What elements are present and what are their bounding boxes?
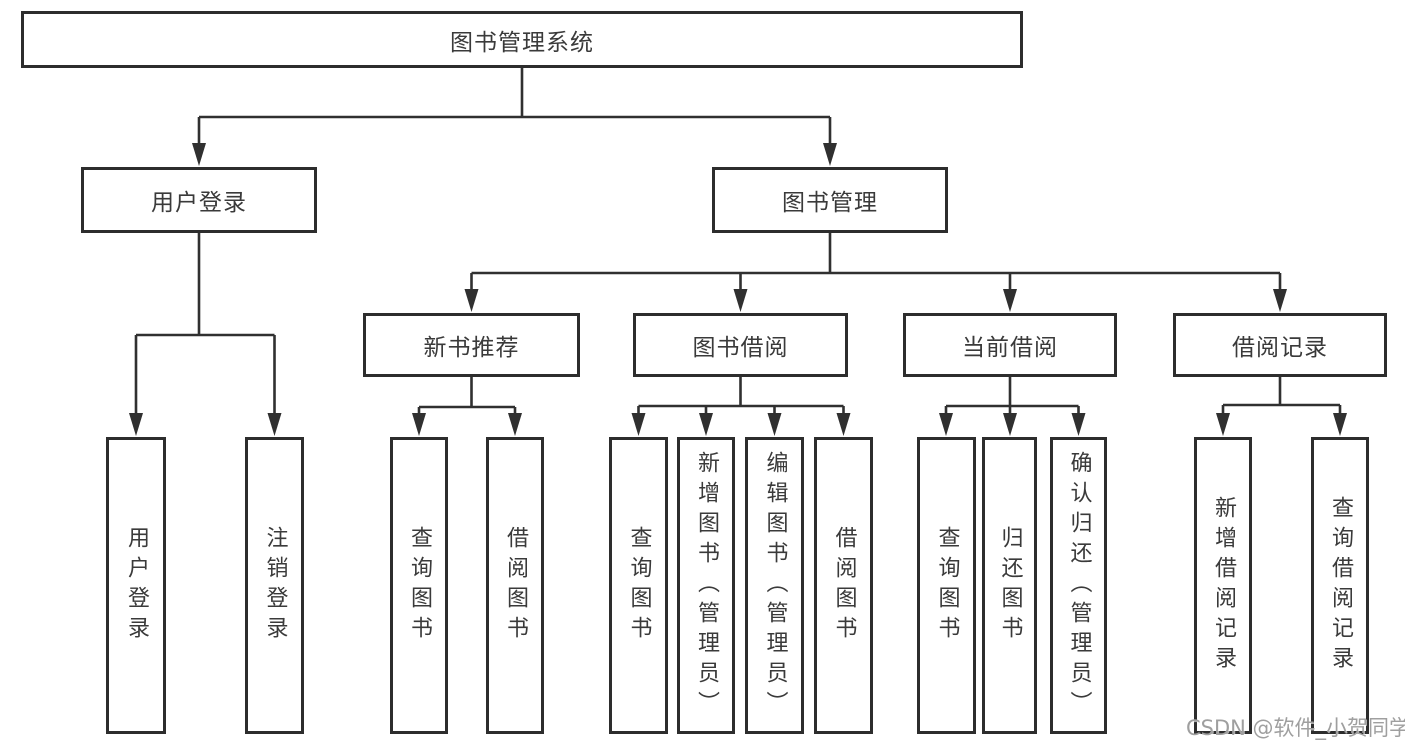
node-leaf-edit-book-admin: 编辑图书（管理员） xyxy=(745,437,804,734)
node-label: 图书管理 xyxy=(782,190,878,216)
csdn-watermark: CSDN @软件_小贺同学 xyxy=(1186,716,1405,740)
node-new-book-recommendation: 新书推荐 xyxy=(363,313,580,377)
node-label: 查询图书 xyxy=(407,525,432,646)
node-leaf-query-books-recommend: 查询图书 xyxy=(390,437,448,734)
node-label: 新增图书（管理员） xyxy=(694,450,719,721)
node-borrowing-records: 借阅记录 xyxy=(1173,313,1387,377)
node-leaf-return-book: 归还图书 xyxy=(982,437,1037,734)
node-label: 用户登录 xyxy=(151,190,247,216)
node-label: 编辑图书（管理员） xyxy=(762,450,788,721)
node-leaf-borrow-books-recommend: 借阅图书 xyxy=(486,437,544,734)
node-label: 查询图书 xyxy=(934,525,960,646)
node-book-borrowing: 图书借阅 xyxy=(633,313,848,377)
node-label: 用户登录 xyxy=(124,525,149,646)
node-label: 归还图书 xyxy=(997,525,1023,646)
node-label: 查询借阅记录 xyxy=(1328,495,1353,676)
node-label: 借阅记录 xyxy=(1232,335,1328,361)
node-label: 新增借阅记录 xyxy=(1211,495,1236,676)
node-label: 借阅图书 xyxy=(503,525,528,646)
node-leaf-query-borrow-record: 查询借阅记录 xyxy=(1311,437,1369,734)
node-label: 新书推荐 xyxy=(423,335,520,361)
node-leaf-borrow-book: 借阅图书 xyxy=(814,437,873,734)
node-leaf-confirm-return-admin: 确认归还（管理员） xyxy=(1050,437,1107,734)
node-leaf-query-books-current: 查询图书 xyxy=(917,437,976,734)
node-leaf-logout: 注销登录 xyxy=(245,437,304,734)
node-leaf-add-borrow-record: 新增借阅记录 xyxy=(1194,437,1252,734)
node-user-login: 用户登录 xyxy=(81,167,317,233)
node-library-management-system: 图书管理系统 xyxy=(21,11,1023,68)
node-label: 注销登录 xyxy=(262,525,288,646)
node-label: 当前借阅 xyxy=(962,335,1058,361)
node-leaf-query-books-borrow: 查询图书 xyxy=(609,437,668,734)
node-label: 查询图书 xyxy=(626,525,652,646)
node-label: 图书借阅 xyxy=(692,335,789,361)
node-leaf-user-login: 用户登录 xyxy=(106,437,166,734)
node-current-borrowing: 当前借阅 xyxy=(903,313,1117,377)
node-book-management: 图书管理 xyxy=(712,167,948,233)
node-label: 图书管理系统 xyxy=(450,29,594,56)
node-label: 借阅图书 xyxy=(831,525,857,646)
node-label: 确认归还（管理员） xyxy=(1066,450,1092,721)
node-leaf-add-book-admin: 新增图书（管理员） xyxy=(677,437,735,734)
